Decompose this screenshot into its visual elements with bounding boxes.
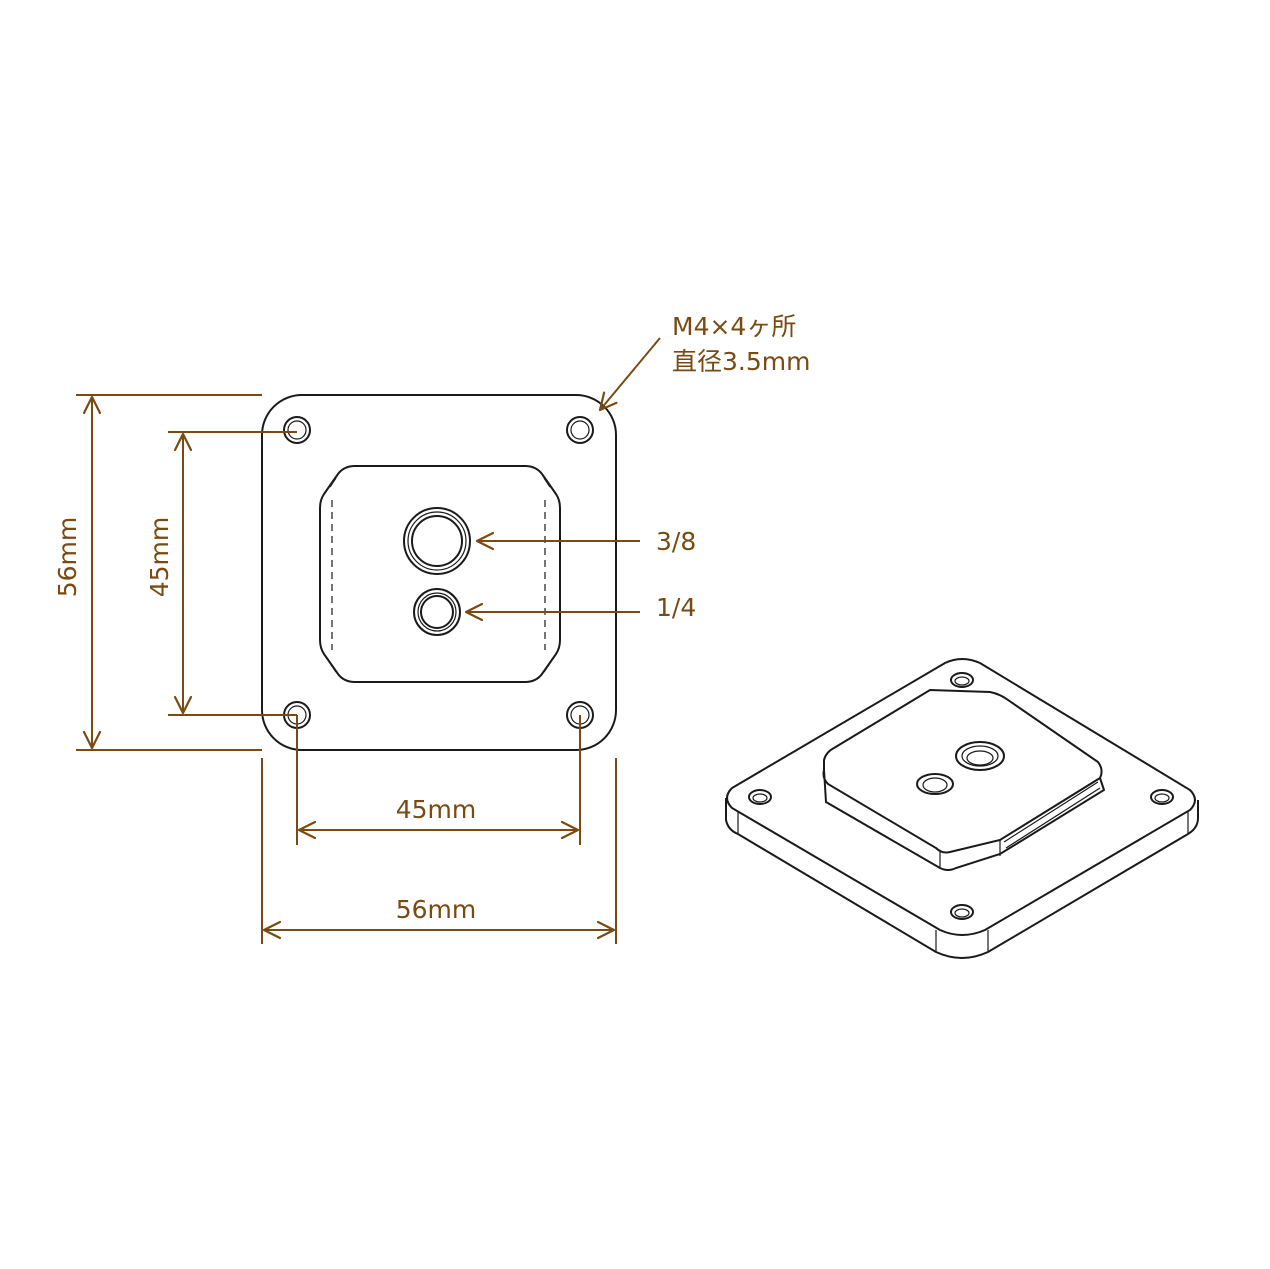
callout-3-8-thread: 3/8 [475, 527, 696, 556]
center-boss [319, 465, 561, 683]
iso-thread-hole-1-4 [916, 773, 954, 795]
plate-isometric-view [725, 658, 1199, 959]
iso-thread-hole-3-8 [955, 741, 1005, 771]
iso-boss-side [823, 769, 1106, 871]
mount-hole-top-right [566, 416, 594, 444]
iso-mount-hole-back [950, 672, 974, 688]
dimension-label-hole-pitch-horizontal: 45mm [396, 795, 477, 824]
thread-hole-3-8 [403, 507, 471, 575]
dimension-label-hole-pitch-vertical: 45mm [145, 517, 174, 598]
callout-label-3-8: 3/8 [656, 527, 696, 556]
dimension-56mm-horizontal: 56mm [261, 758, 617, 944]
callout-label-1-4: 1/4 [656, 593, 696, 622]
dimension-45mm-horizontal: 45mm [296, 715, 581, 845]
iso-plate-front-left-side [725, 798, 1199, 959]
iso-boss-top-face [822, 688, 1103, 854]
plate-outline [261, 394, 617, 751]
iso-plate-top-face [726, 658, 1196, 936]
callout-1-4-thread: 1/4 [464, 593, 696, 622]
center-boss-inner-edge [329, 477, 551, 673]
callout-mount-hole-diameter: 直径3.5mm [672, 347, 810, 376]
iso-mount-hole-left [748, 789, 772, 805]
dimension-56mm-vertical: 56mm [53, 394, 262, 751]
dimension-label-outer-width: 56mm [396, 895, 477, 924]
iso-mount-hole-right [1150, 789, 1174, 805]
plate-top-view [261, 394, 617, 751]
callout-mount-holes: M4×4ヶ所 直径3.5mm [598, 312, 810, 412]
mount-hole-top-left [283, 416, 311, 444]
callout-mount-hole-size: M4×4ヶ所 [672, 312, 796, 341]
dimension-45mm-vertical: 45mm [145, 431, 297, 716]
iso-mount-hole-front [950, 904, 974, 920]
dimension-label-outer-height: 56mm [53, 517, 82, 598]
thread-hole-1-4 [413, 588, 461, 636]
